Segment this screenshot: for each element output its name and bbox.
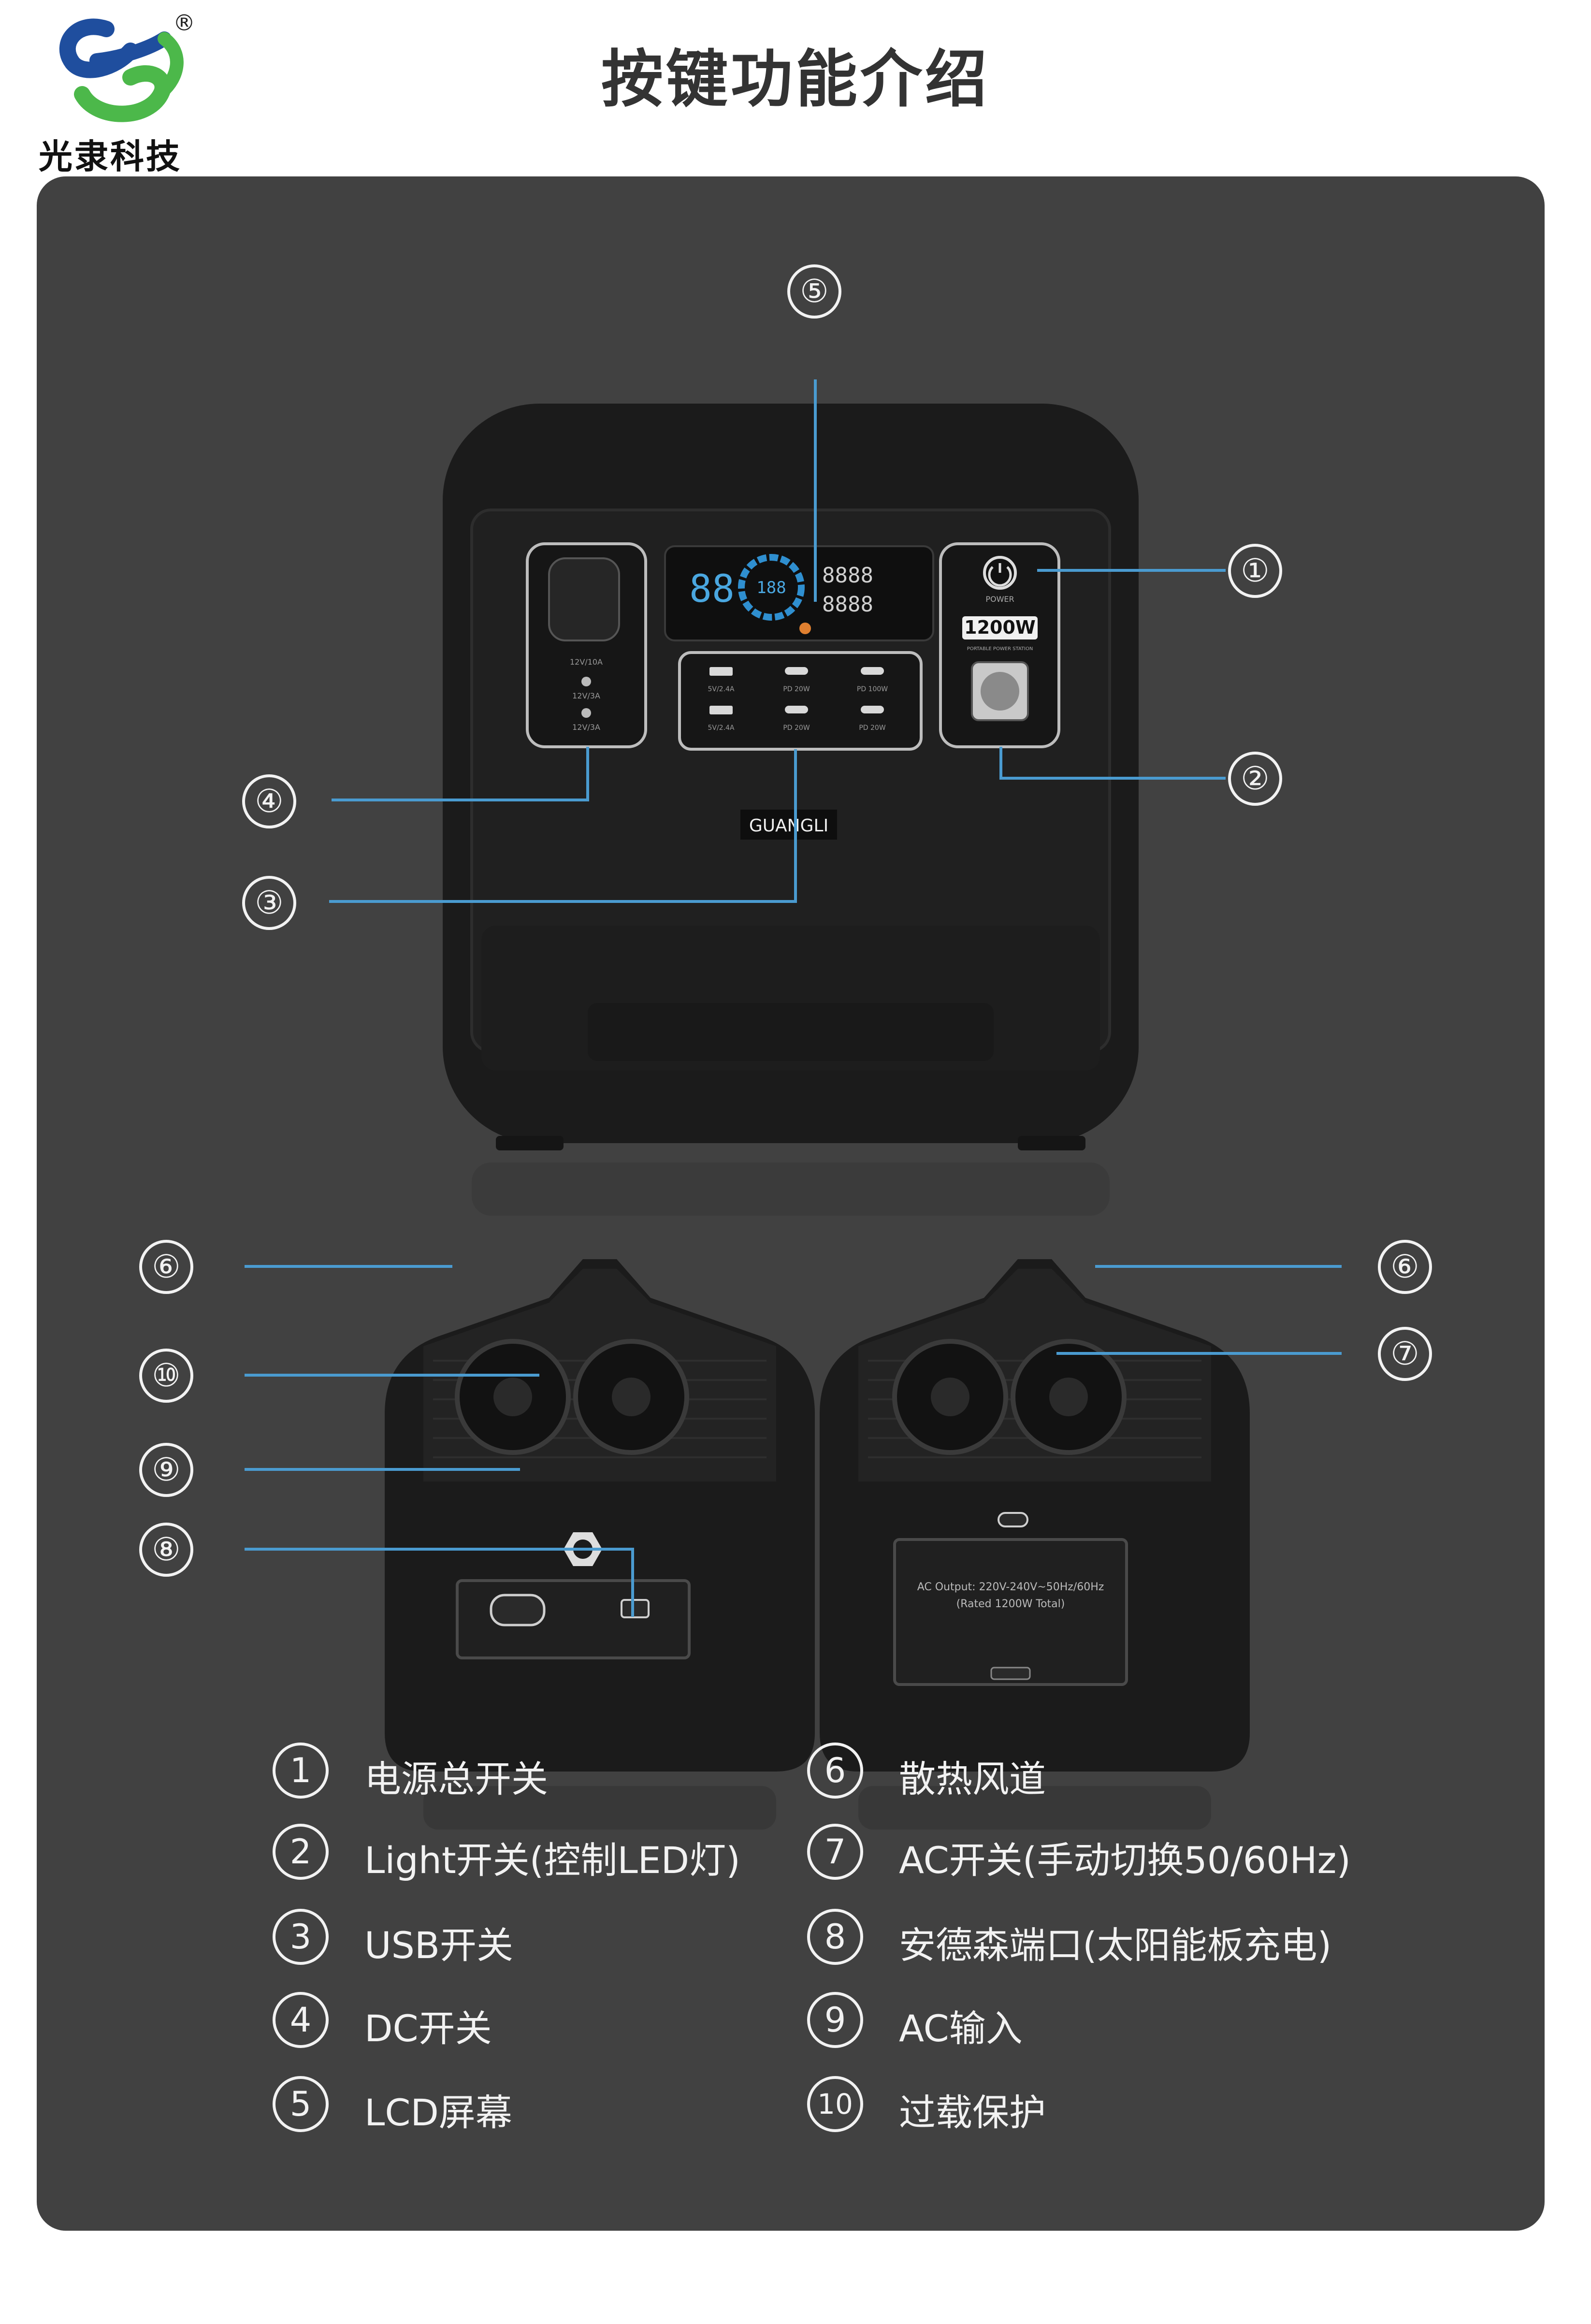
usb-label-2: PD 20W	[783, 685, 810, 693]
lcd-ring: 188	[756, 578, 786, 597]
callout-9: ⑨	[139, 1443, 193, 1497]
brand-name: 光隶科技	[39, 137, 182, 176]
legend-label: 散热风道	[899, 1758, 1046, 1801]
leader-lines	[245, 379, 1342, 1617]
usb-label-1: 5V/2.4A	[708, 685, 734, 693]
legend-num: 7	[807, 1824, 863, 1880]
callout-1: ①	[1228, 544, 1282, 598]
legend-num: 4	[273, 1992, 329, 2048]
product-panel: 12V/10A 12V/3A 12V/3A 88 188 8888 8888	[37, 176, 1545, 2231]
ac-output-text: AC Output: 220V-240V~50Hz/60Hz	[917, 1581, 1104, 1593]
legend-num: 9	[807, 1992, 863, 2048]
legend-num: 1	[273, 1743, 329, 1799]
legend-num: 6	[807, 1743, 863, 1799]
callout-4: ④	[242, 774, 296, 828]
legend-label: AC开关(手动切换50/60Hz)	[899, 1839, 1351, 1882]
legend-num: 8	[807, 1909, 863, 1965]
portable-label: PORTABLE POWER STATION	[967, 646, 1033, 652]
product-illustration: 12V/10A 12V/3A 12V/3A 88 188 8888 8888	[245, 379, 1342, 1830]
legend-label: AC输入	[899, 2007, 1023, 2050]
brand-logo: ®	[39, 10, 213, 174]
usb-label-3: PD 100W	[857, 685, 888, 693]
callout-6-left: ⑥	[139, 1240, 193, 1294]
registered-mark: ®	[173, 10, 195, 36]
dc-label-3: 12V/3A	[572, 723, 600, 732]
legend-label: 过载保护	[899, 2091, 1046, 2134]
dc-label-1: 12V/10A	[570, 657, 603, 667]
callout-6-right: ⑥	[1378, 1240, 1432, 1294]
callout-5: ⑤	[787, 264, 841, 319]
usb-label-6: PD 20W	[859, 724, 885, 732]
back-device-right: AC Output: 220V-240V~50Hz/60Hz (Rated 12…	[820, 1259, 1250, 1830]
power-label: POWER	[985, 595, 1014, 604]
lcd-side-b: 8888	[822, 592, 873, 617]
ac-output-rated: (Rated 1200W Total)	[956, 1598, 1065, 1610]
callout-8: ⑧	[139, 1523, 193, 1577]
callout-2: ②	[1228, 752, 1282, 806]
lcd-digits: 88	[689, 567, 735, 611]
legend-label: 安德森端口(太阳能板充电)	[899, 1924, 1332, 1967]
usb-label-5: PD 20W	[783, 724, 810, 732]
usb-label-4: 5V/2.4A	[708, 724, 734, 732]
legend-num: 5	[273, 2076, 329, 2132]
dc-label-2: 12V/3A	[572, 691, 600, 700]
legend-label: LCD屏幕	[364, 2091, 512, 2134]
callout-10: ⑩	[139, 1349, 193, 1403]
legend-label: USB开关	[364, 1924, 514, 1967]
callout-7: ⑦	[1378, 1327, 1432, 1381]
power-rating: 1200W	[964, 617, 1036, 638]
legend-label: Light开关(控制LED灯)	[364, 1839, 740, 1882]
gl-monogram-icon	[59, 18, 184, 122]
legend-num: 3	[273, 1909, 329, 1965]
front-device: 12V/10A 12V/3A 12V/3A 88 188 8888 8888	[443, 404, 1139, 1216]
legend-label: 电源总开关	[364, 1758, 548, 1801]
callout-3: ③	[242, 876, 296, 930]
page-title: 按键功能介绍	[601, 44, 990, 116]
front-brand: GUANGLI	[749, 816, 828, 836]
back-device-left	[385, 1259, 815, 1830]
legend-num: 10	[807, 2076, 863, 2132]
legend-num: 2	[273, 1824, 329, 1880]
legend-label: DC开关	[364, 2007, 492, 2050]
lcd-side-a: 8888	[822, 563, 873, 588]
